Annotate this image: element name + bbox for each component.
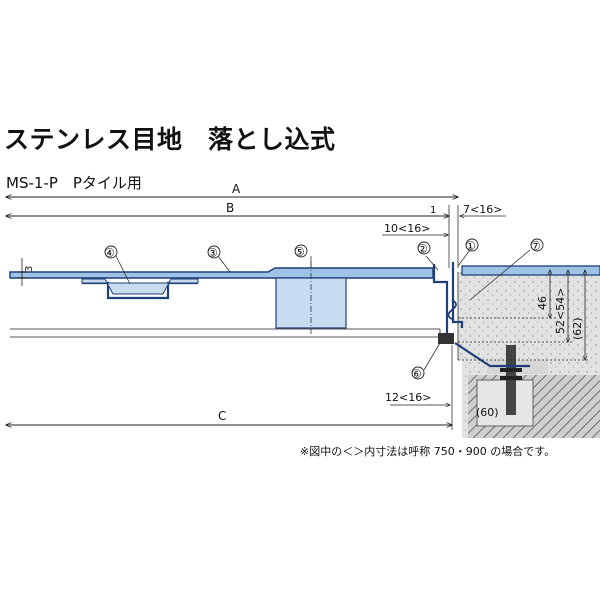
callout-2: ② xyxy=(417,242,428,256)
vertical-dimensions xyxy=(458,270,590,360)
cover-plate xyxy=(9,267,434,279)
dim-52-label: 52<54> xyxy=(554,288,567,334)
dimension-note: ※図中の＜＞内寸法は呼称 750・900 の場合です。 xyxy=(300,445,556,458)
dim-46-label: 46 xyxy=(536,296,549,310)
callout-7: ⑦ xyxy=(530,239,541,253)
anchor-arm xyxy=(454,342,530,368)
part-callouts: ④ ③ ⑤ ② ① ⑦ ⑥ xyxy=(104,238,544,381)
callout-4: ④ xyxy=(104,246,115,260)
dimension-b-label: B xyxy=(226,201,234,215)
dimension-a-label: A xyxy=(232,182,241,196)
joint-piece xyxy=(432,262,464,344)
dim-12-label: 12<16> xyxy=(385,391,431,404)
callout-5: ⑤ xyxy=(294,245,305,259)
dim-7-label: 7<16> xyxy=(463,203,502,216)
dim-1-label: 1 xyxy=(430,205,436,216)
callout-3: ③ xyxy=(207,246,218,260)
lower-rail xyxy=(10,328,441,338)
dim-10-label: 10<16> xyxy=(384,222,430,235)
page-title: ステンレス目地 落とし込式 xyxy=(4,125,336,154)
dimension-c-label: C xyxy=(218,409,226,423)
dim-3-label: 3 xyxy=(24,266,35,272)
dimension-a: A xyxy=(6,182,458,197)
dim-60-label: (60) xyxy=(476,406,499,419)
anchor-bolt xyxy=(500,345,522,415)
center-block xyxy=(275,262,347,335)
floor-tile xyxy=(461,265,600,276)
model-subtitle: MS-1-P Pタイル用 xyxy=(6,174,142,192)
callout-1: ① xyxy=(465,239,476,253)
callout-6: ⑥ xyxy=(411,367,422,381)
dimension-c: C xyxy=(6,409,452,425)
hatched-block xyxy=(468,375,600,438)
dimension-b: B xyxy=(6,201,449,216)
extension-lines xyxy=(448,205,459,430)
dim-62-label: (62) xyxy=(571,317,584,340)
